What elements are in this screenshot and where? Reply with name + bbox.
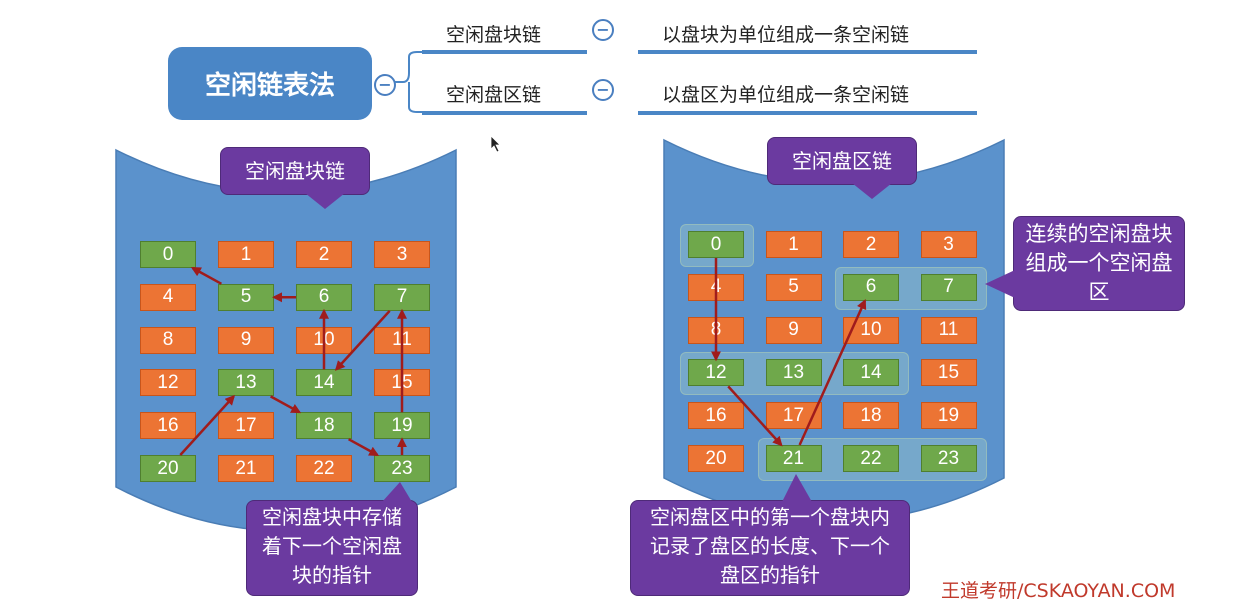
left-block-12: 12 [140,369,196,397]
right-block-16: 16 [688,402,744,430]
left-block-0: 0 [140,241,196,268]
right-block-21: 21 [765,445,822,472]
left-block-7: 7 [374,283,430,311]
left-block-18: 18 [296,412,352,440]
branch-region-chain-collapse-icon[interactable]: − [592,79,614,101]
left-block-4: 4 [140,283,196,311]
right-block-9: 9 [765,316,822,344]
branch-block-chain-detail-underline [638,50,977,54]
mindmap-root[interactable]: 空闲链表法 [168,47,372,120]
right-block-8: 8 [688,316,744,344]
right-block-1: 1 [765,231,822,258]
right-block-2: 2 [843,231,899,258]
left-block-13: 13 [218,369,274,397]
branch-block-chain-label[interactable]: 空闲盘块链 [446,24,542,46]
mindmap-root-label: 空闲链表法 [204,71,335,101]
root-collapse-icon[interactable]: − [374,74,396,96]
right-block-13: 13 [765,359,822,387]
branch-region-chain-underline [422,111,587,115]
right-block-12: 12 [688,359,744,387]
left-note-tail [382,482,412,502]
left-block-8: 8 [140,326,196,354]
branch-block-chain-detail[interactable]: 以盘块为单位组成一条空闲链 [662,24,910,46]
left-title-tail [305,193,345,209]
right-block-11: 11 [920,316,977,344]
right-block-22: 22 [843,445,899,472]
right-block-4: 4 [688,273,744,301]
left-pointer-note-callout: 空闲盘块中存储着下一个空闲盘块的指针 [246,500,418,596]
contiguous-region-note-callout: 连续的空闲盘块组成一个空闲盘区 [1013,216,1185,311]
left-block-15: 15 [374,369,430,397]
watermark: 王道考研/CSKAOYAN.COM [941,580,1176,602]
right-disk-title-callout: 空闲盘区链 [767,137,917,185]
right-block-20: 20 [688,445,744,472]
left-block-23: 23 [374,455,430,482]
left-block-19: 19 [374,412,430,440]
right-block-17: 17 [765,402,822,430]
left-block-14: 14 [296,369,352,397]
branch-region-chain-detail-underline [638,111,977,115]
left-block-10: 10 [296,326,352,354]
left-block-5: 5 [218,283,274,311]
left-block-6: 6 [296,283,352,311]
contiguous-note-tail [985,270,1015,298]
right-block-7: 7 [920,273,977,301]
mindmap-connector [395,51,425,113]
region-pointer-note-callout: 空闲盘区中的第一个盘块内记录了盘区的长度、下一个盘区的指针 [630,500,910,596]
branch-block-chain-collapse-icon[interactable]: − [592,19,614,41]
branch-region-chain-label[interactable]: 空闲盘区链 [446,84,542,106]
right-block-19: 19 [920,402,977,430]
right-block-23: 23 [920,445,977,472]
right-block-10: 10 [843,316,899,344]
left-block-11: 11 [374,326,430,354]
right-block-5: 5 [765,273,822,301]
right-block-3: 3 [920,231,977,258]
mouse-cursor-icon [490,135,501,153]
branch-region-chain-detail[interactable]: 以盘区为单位组成一条空闲链 [662,84,910,106]
left-block-1: 1 [218,241,274,268]
left-block-9: 9 [218,326,274,354]
left-block-22: 22 [296,455,352,482]
right-block-18: 18 [843,402,899,430]
left-block-17: 17 [218,412,274,440]
branch-block-chain-underline [422,50,587,54]
right-block-14: 14 [843,359,899,387]
left-disk-title-callout: 空闲盘块链 [220,147,370,195]
left-block-20: 20 [140,455,196,482]
left-block-16: 16 [140,412,196,440]
right-block-0: 0 [688,231,744,258]
right-title-tail [852,183,892,199]
left-block-21: 21 [218,455,274,482]
left-block-3: 3 [374,241,430,268]
left-block-2: 2 [296,241,352,268]
right-block-15: 15 [920,359,977,387]
right-block-6: 6 [843,273,899,301]
region-note-tail [782,474,812,502]
